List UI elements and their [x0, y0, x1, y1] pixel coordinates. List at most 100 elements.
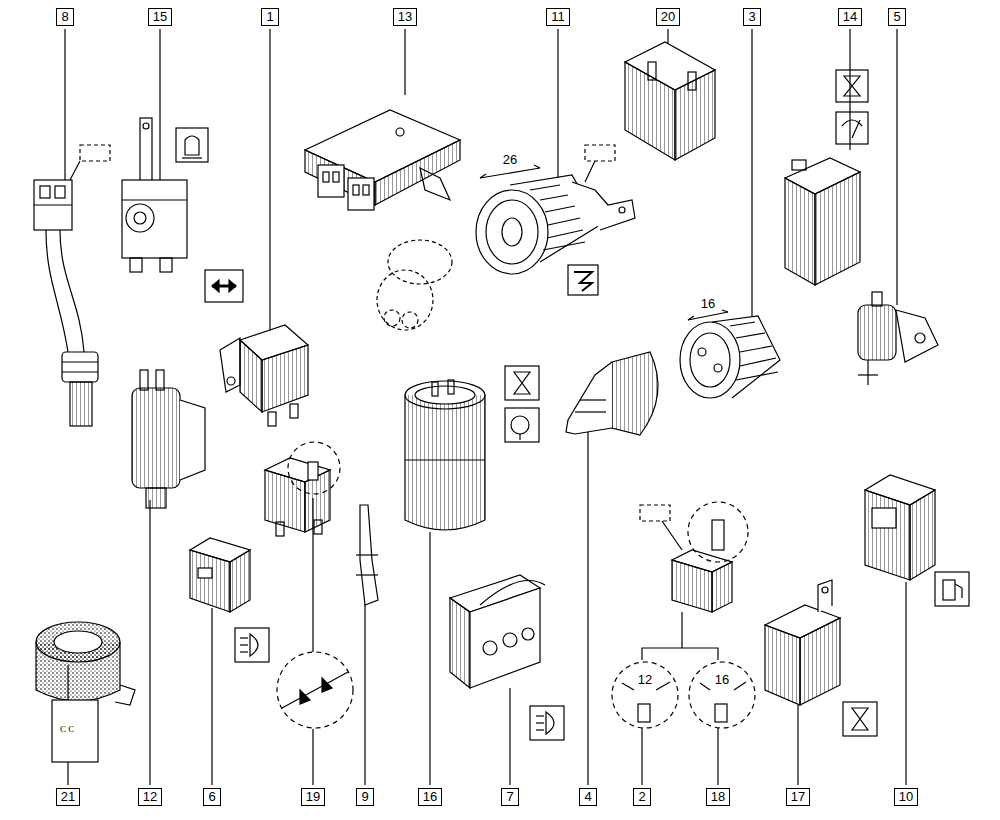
drawing-path [46, 230, 68, 352]
callout-number: 2 [633, 788, 650, 806]
drawing-path [844, 76, 860, 96]
drawing-path [514, 372, 530, 394]
callout-number: 3 [743, 8, 760, 26]
drawing-line [896, 29, 897, 305]
drawing-circle [511, 416, 529, 434]
drawing-circle [689, 662, 755, 728]
drawing-rect [314, 520, 322, 534]
drawing-rect [235, 628, 269, 662]
drawing-line [852, 120, 860, 138]
drawing-path [546, 712, 554, 734]
drawing-line [405, 459, 485, 460]
drawing-line [182, 157, 202, 158]
drawing-circle [915, 333, 925, 343]
drawing-rect [843, 702, 877, 736]
drawing-rect [323, 172, 329, 182]
drawing-line [641, 728, 642, 785]
push-switch: C C [36, 622, 135, 762]
drawing-path [60, 230, 84, 352]
drawing-path [250, 634, 258, 656]
callout-number: 13 [393, 8, 417, 26]
drawing-rect [62, 352, 98, 382]
drawing-path [450, 598, 470, 688]
drawing-rect [505, 366, 539, 400]
drawing-line [149, 500, 150, 785]
drawing-circle [483, 641, 497, 655]
drawing-rect [448, 380, 454, 394]
drawing-rect [638, 704, 650, 722]
relay [612, 502, 755, 728]
drawing-line [734, 682, 746, 690]
drawing-polyline [642, 612, 682, 660]
callout-number: 7 [501, 788, 518, 806]
drawing-rect [205, 270, 243, 302]
drawing-path [955, 584, 962, 598]
drawing-circle [143, 123, 149, 129]
drawing-line [429, 532, 430, 785]
drawing-g [377, 240, 452, 330]
drawing-ellipse [690, 333, 730, 387]
wiper-timer [785, 158, 860, 285]
callout-number: 1 [261, 8, 278, 26]
drawing-polyline [682, 648, 718, 660]
drawing-rect [318, 165, 344, 197]
sensor-probe [566, 352, 658, 435]
drawing-ellipse [502, 218, 522, 246]
drawing-path [282, 672, 348, 708]
callout-number: 17 [786, 788, 810, 806]
drawing-line [70, 161, 80, 180]
drawing-rect [34, 180, 72, 230]
drawing-line [867, 360, 868, 385]
drawing-line [34, 204, 72, 205]
drawing-rect [140, 370, 148, 390]
callout-number: 18 [706, 788, 730, 806]
callout-number: 14 [838, 8, 862, 26]
dimension-label: 16 [700, 296, 716, 312]
drawing-circle [402, 312, 418, 328]
relay [190, 538, 250, 612]
leader-lines [65, 29, 906, 785]
drawing-g: C C [34, 29, 969, 785]
drawing-path [405, 395, 485, 530]
drawing-line [580, 399, 606, 400]
drawing-path [322, 678, 332, 692]
drawing-line [700, 683, 710, 690]
drawing-circle [396, 128, 404, 136]
drawing-line [240, 644, 248, 645]
callout-number: 8 [56, 8, 73, 26]
drawing-line [536, 729, 544, 730]
drawing-path [572, 182, 635, 230]
drawing-rect [268, 412, 276, 426]
drawing-line [622, 683, 634, 690]
drawing-path [375, 140, 460, 205]
drawing-line [557, 29, 558, 182]
callout-number: 20 [656, 8, 680, 26]
lamp-holder [450, 575, 545, 688]
drawing-rect [146, 488, 166, 508]
drawing-line [509, 688, 510, 785]
drawing-line [717, 728, 718, 785]
drawing-circle [698, 348, 706, 356]
drawing-line [536, 715, 544, 716]
drawing-rect [712, 520, 724, 550]
timer-icon [836, 70, 868, 102]
drawing-ellipse [476, 190, 548, 274]
drawing-line [364, 604, 365, 785]
drawing-rect [276, 522, 284, 536]
callout-number: 5 [888, 8, 905, 26]
drawing-rect [290, 404, 298, 418]
drawing-rect [505, 408, 539, 442]
drawing-circle [619, 207, 625, 213]
drawing-ellipse [54, 631, 102, 653]
drawing-ellipse [388, 240, 452, 284]
drawing-path [896, 310, 938, 362]
drawing-line [751, 29, 752, 322]
callout-number: 16 [418, 788, 442, 806]
drawing-line [211, 608, 212, 785]
drawing-rect [333, 172, 339, 182]
bulb-socket [680, 310, 780, 398]
drawing-path [265, 470, 305, 532]
drawing-line [656, 682, 670, 690]
drawing-path [212, 280, 236, 292]
